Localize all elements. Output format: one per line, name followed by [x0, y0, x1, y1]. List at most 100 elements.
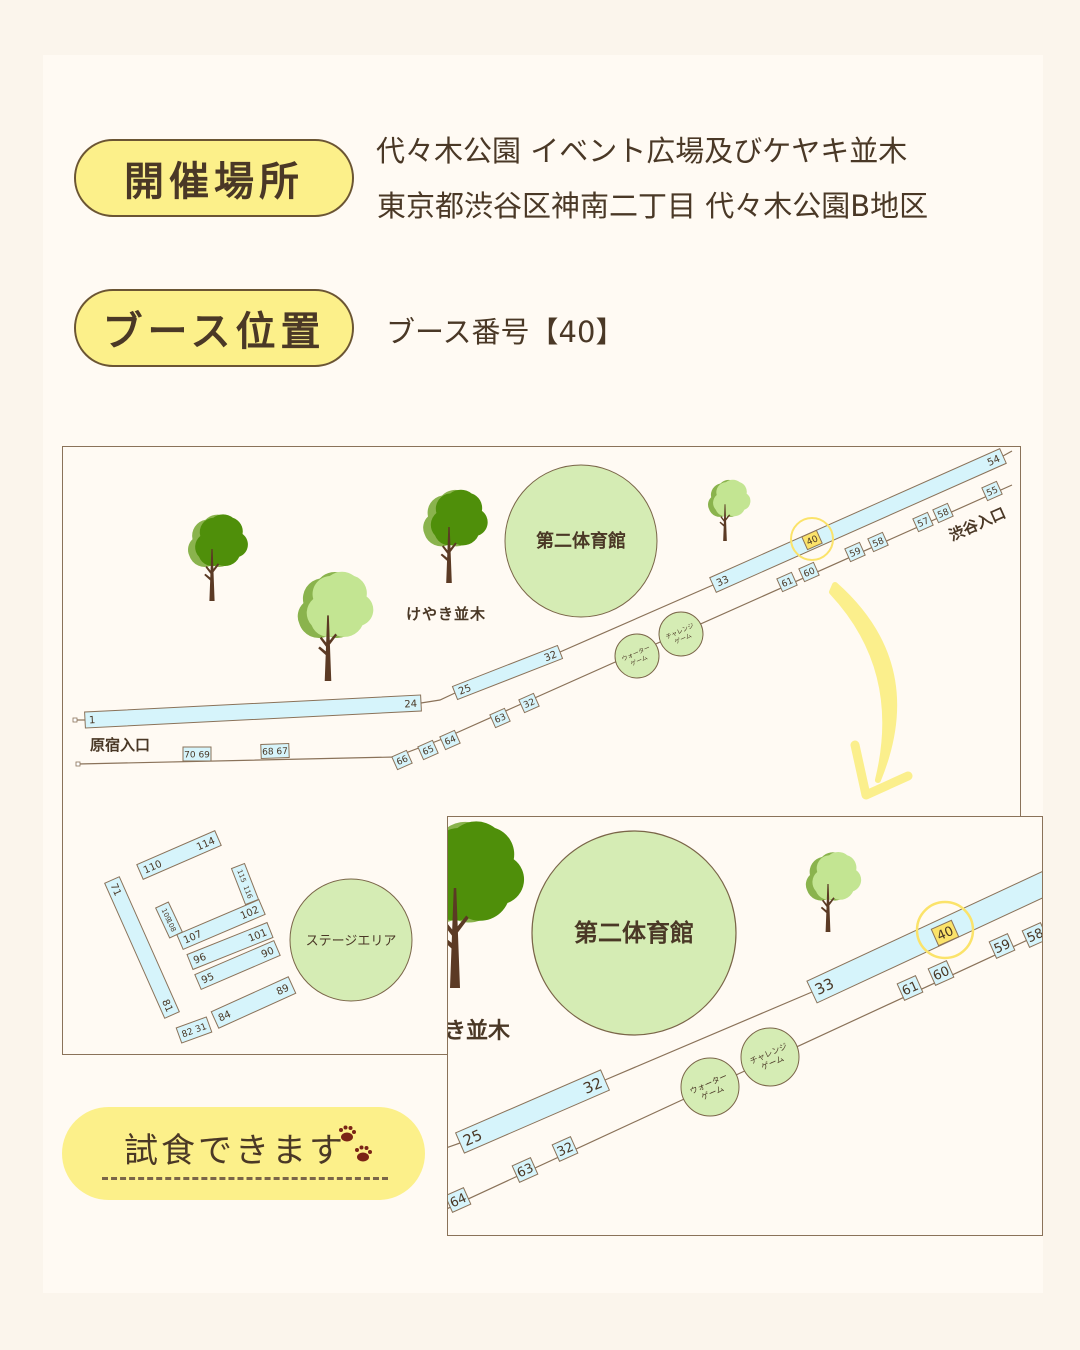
booth-label: 64	[443, 734, 458, 748]
strip-end-label: 89	[275, 983, 291, 998]
upper-path-curve	[420, 692, 456, 704]
tree-icon	[297, 571, 374, 681]
strip-end-label: 90	[260, 946, 276, 961]
booth-40-highlight-ring	[790, 517, 834, 561]
inset-gym-label: 第二体育館	[574, 919, 694, 947]
booth-strip-s95_90[interactable]: 95 90	[194, 939, 281, 991]
inset-keyaki-label: けやき並木	[400, 1018, 511, 1044]
harajuku-entrance-label: 原宿入口	[90, 736, 150, 754]
challenge-game-area: チャレンジゲーム	[658, 611, 704, 657]
booth-label: 63	[515, 1161, 536, 1181]
booth-b65[interactable]: 65	[417, 739, 439, 761]
booth-label: 59	[848, 546, 863, 560]
booth-label: 63	[493, 712, 508, 726]
tree-icon	[708, 479, 751, 541]
booth-badge: ブース位置	[74, 289, 354, 367]
strip-start-label: 33	[715, 574, 731, 589]
strip-end-label: 54	[986, 454, 1002, 469]
booth-label: 68 67	[262, 747, 288, 758]
booth-label: 57	[916, 516, 931, 530]
upper-path-end	[1002, 450, 1013, 457]
booth-b63[interactable]: 63	[511, 1157, 539, 1183]
booth-label: 58	[871, 536, 886, 550]
booth-b59[interactable]: 59	[844, 541, 866, 563]
booth-strip-s25_32[interactable]: 25 32	[451, 644, 564, 701]
booth-label: 40	[935, 924, 956, 944]
paw-prints-icon	[339, 1125, 372, 1162]
booth-b58b[interactable]: 58	[932, 502, 954, 524]
inset-water-game-area: ウォーターゲーム	[680, 1057, 740, 1117]
strip-start-label: 84	[217, 1009, 233, 1024]
booth-b61[interactable]: 61	[776, 571, 798, 593]
booth-b55[interactable]: 55	[981, 480, 1003, 502]
venue-name: 代々木公園 イベント広場及びケヤキ並木	[376, 134, 908, 168]
booth-b58a[interactable]: 58	[1021, 922, 1048, 948]
strip-end-label: 24	[404, 699, 417, 711]
strip-start-label: 95	[200, 971, 216, 986]
gym-circle	[504, 464, 658, 618]
tree-icon	[188, 514, 248, 601]
booth-b58a[interactable]: 58	[867, 531, 889, 553]
booth-b40[interactable]: 40	[930, 919, 960, 947]
booth-label: 65	[421, 744, 436, 758]
booth-strip-s84_89[interactable]: 84 89	[210, 976, 297, 1029]
inset-upper-path-start	[448, 1142, 461, 1148]
zoom-arrow-icon	[829, 582, 913, 800]
tree-icon	[448, 821, 525, 988]
water-game-area: ウォーターゲーム	[614, 633, 660, 679]
booth-number: ブース番号【40】	[386, 315, 625, 349]
booth-b32[interactable]: 32	[518, 692, 540, 714]
booth-label: 60	[802, 566, 817, 580]
booth-b60[interactable]: 60	[798, 561, 820, 583]
booth-b68_67[interactable]: 68 67	[260, 742, 290, 760]
booth-b57[interactable]: 57	[912, 511, 934, 533]
booth-label: 58	[936, 507, 951, 521]
booth-strip-s33_54[interactable]: 33 54	[709, 448, 1007, 593]
booth-label: 59	[992, 937, 1013, 957]
booth-b64[interactable]: 64	[439, 729, 461, 751]
strip-end-label: 32	[543, 649, 559, 664]
booth-b32[interactable]: 32	[551, 1136, 579, 1162]
strip-start-label: 96	[192, 952, 208, 967]
inset-challenge-game-area: チャレンジゲーム	[740, 1027, 800, 1087]
tree-icon	[423, 489, 488, 583]
strip-start-label: 25	[457, 683, 473, 698]
food-sample-label: 試食できます	[124, 1131, 346, 1171]
booth-b64[interactable]: 64	[445, 1187, 472, 1213]
booth-strip-s1_24[interactable]: 124	[84, 694, 422, 729]
booth-b40[interactable]: 40	[801, 529, 823, 551]
keyaki-label: けやき並木	[406, 605, 486, 623]
stage-label: ステージエリア	[306, 934, 397, 949]
inset-booth-40-highlight-ring	[915, 900, 975, 960]
strip-end-label: 81	[159, 998, 174, 1014]
booth-b70_69[interactable]: 70 69	[182, 746, 212, 762]
food-sample-badge: 試食できます	[62, 1107, 425, 1200]
booth-b82_31[interactable]: 82 31	[175, 1016, 213, 1044]
booth-label: 61	[780, 576, 795, 590]
booth-label: 58	[1025, 926, 1046, 946]
booth-b59[interactable]: 59	[988, 933, 1016, 959]
booth-b66[interactable]: 66	[391, 749, 413, 771]
stage-circle	[289, 878, 413, 1002]
booth-label: 60	[931, 964, 952, 984]
booth-b60[interactable]: 60	[927, 960, 955, 986]
tree-icon	[805, 852, 862, 932]
booth-b63[interactable]: 63	[489, 707, 511, 729]
inset-gym-circle	[531, 830, 737, 1036]
booth-label: 32	[555, 1140, 576, 1160]
booth-b61[interactable]: 61	[896, 975, 924, 1001]
booth-label: 66	[395, 754, 410, 768]
gym-label: 第二体育館	[536, 530, 626, 552]
venue-badge: 開催場所	[74, 139, 354, 217]
dashed-underline	[102, 1177, 388, 1180]
